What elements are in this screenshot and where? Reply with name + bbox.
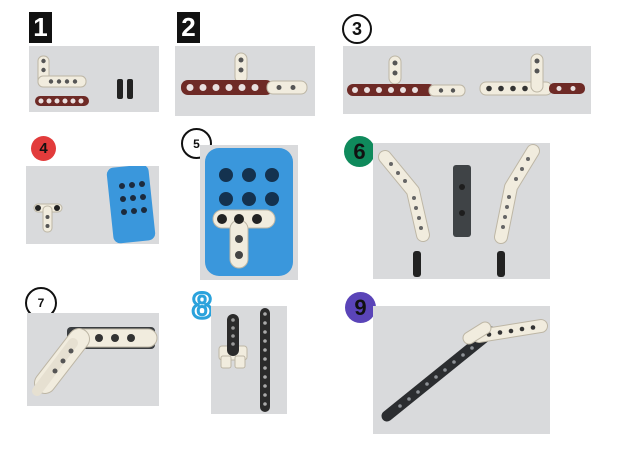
black-pin xyxy=(497,251,505,277)
black-pin xyxy=(117,79,123,99)
step-8-label: 8 xyxy=(190,284,213,328)
step-8-photo xyxy=(211,306,287,414)
step-2-label: 2 xyxy=(177,12,200,43)
dark-connector xyxy=(453,165,471,237)
step-1-photo xyxy=(29,46,159,112)
black-pin xyxy=(413,251,421,277)
black-pin xyxy=(127,79,133,99)
red-beam xyxy=(35,96,89,106)
step-4-label: 4 xyxy=(31,136,56,161)
step-3-label: 3 xyxy=(342,14,372,44)
step-5-photo xyxy=(200,145,298,280)
step-4-photo xyxy=(26,166,159,244)
step-1-label: 1 xyxy=(29,12,52,43)
step-9-photo xyxy=(373,306,550,434)
blue-block xyxy=(106,166,156,244)
step-9-label: 9 xyxy=(345,292,376,323)
step-7-photo xyxy=(27,313,159,406)
step-6-photo xyxy=(373,143,550,279)
white-l-beam xyxy=(37,55,87,88)
step-2-photo xyxy=(175,46,315,116)
step-6-label: 6 xyxy=(344,136,375,167)
step-3-photo xyxy=(343,46,591,114)
